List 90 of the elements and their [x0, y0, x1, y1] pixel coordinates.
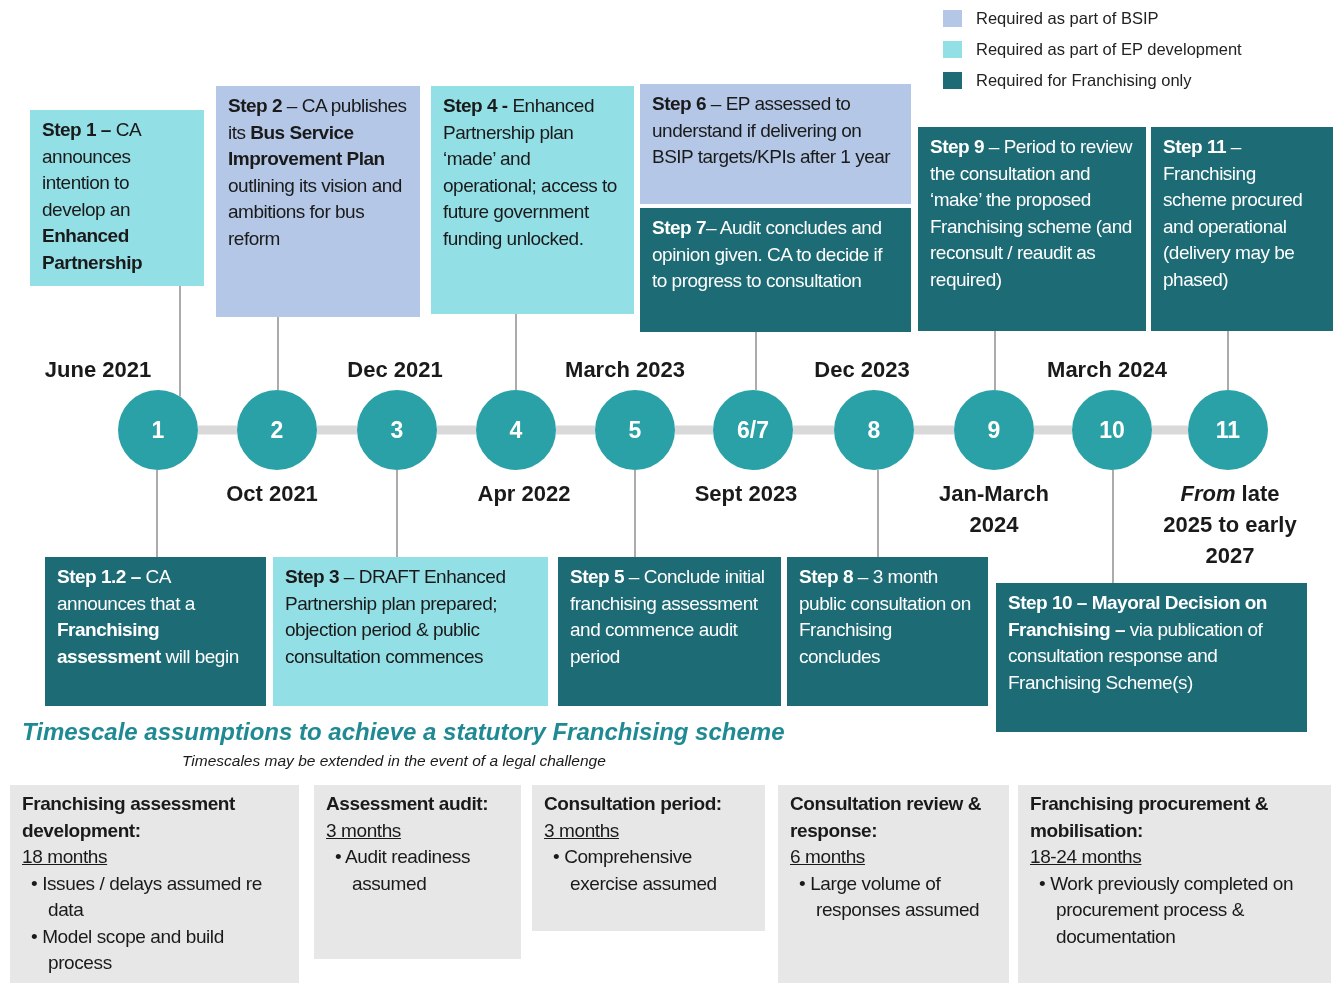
step-box	[787, 557, 988, 706]
timeline-track	[556, 425, 595, 435]
timeline-track	[317, 425, 357, 435]
duration-text: 18 months	[22, 845, 109, 869]
leader-line	[634, 469, 636, 558]
step-text: Step 1 – CA announces intention to develop an Enhanced Partnership	[42, 118, 144, 275]
timeline-track	[914, 425, 954, 435]
leader-line	[156, 469, 158, 558]
step-box	[45, 557, 266, 706]
section-heading: Timescale assumptions to achieve a statutory Franchising scheme	[22, 718, 785, 746]
step-box	[30, 110, 204, 286]
assumption-bullet: • Audit readiness assumed	[334, 845, 472, 896]
step-text: Step 1.2 – CA announces that a Franchising assessment will begin	[57, 565, 240, 669]
step-text: Step 5 – Conclude initial franchising assessment and commence audit period	[570, 565, 766, 669]
timeline-track	[437, 425, 476, 435]
leader-line	[515, 313, 517, 391]
step-circle: 10	[1072, 390, 1152, 470]
timescale-box	[10, 785, 299, 983]
timescale-box	[1018, 785, 1331, 983]
step-circle: 8	[834, 390, 914, 470]
timescale-box	[532, 785, 765, 931]
date-label: March 2023	[564, 356, 686, 384]
leader-line	[179, 285, 181, 398]
date-label: From late 2025 to early 2027	[1162, 480, 1298, 570]
timeline-track	[793, 425, 834, 435]
step-circle: 4	[476, 390, 556, 470]
leader-line	[755, 331, 757, 391]
date-label: March 2024	[1046, 356, 1168, 384]
date-label: Jan-March 2024	[937, 480, 1050, 539]
step-circle: 11	[1188, 390, 1268, 470]
step-text: Step 3 – DRAFT Enhanced Partnership plan prepared; objection period & public consultation commences	[285, 565, 507, 669]
step-text: Step 7– Audit concludes and opinion given. CA to decide if to progress to consultation	[652, 216, 884, 293]
timeline-track	[1034, 425, 1072, 435]
timescale-box	[778, 785, 1009, 983]
legend-label: Required as part of BSIP	[976, 9, 1159, 28]
timeline-track	[675, 425, 713, 435]
step-box	[273, 557, 548, 706]
step-text: Step 6 – EP assessed to understand if delivering on BSIP targets/KPIs after 1 year	[652, 92, 892, 169]
step-circle: 6/7	[713, 390, 793, 470]
date-label: Oct 2021	[225, 480, 319, 508]
step-box	[216, 86, 420, 317]
timescale-heading: Assessment audit:	[326, 792, 490, 816]
step-circle: 3	[357, 390, 437, 470]
date-label: Apr 2022	[476, 480, 572, 508]
date-label: Dec 2023	[813, 356, 911, 384]
step-box	[918, 127, 1146, 331]
duration-text: 18-24 months	[1030, 845, 1143, 869]
note-text: Timescales may be extended in the event of a legal challenge	[182, 752, 606, 770]
duration-text: 3 months	[544, 818, 620, 843]
timescale-heading: Consultation review & response:	[790, 792, 983, 843]
timeline-track	[1152, 425, 1188, 435]
assumption-bullet: • Comprehensive exercise assumed	[552, 845, 718, 896]
legend-label: Required as part of EP development	[976, 40, 1242, 59]
step-text: Step 10 – Mayoral Decision on Franchising – via publication of consultation response and Franchising Scheme(s)	[1008, 591, 1268, 695]
duration-text: 3 months	[326, 818, 402, 843]
leader-line	[877, 469, 879, 558]
leader-line	[994, 330, 996, 391]
legend-label: Required for Franchising only	[976, 71, 1192, 90]
step-circle: 9	[954, 390, 1034, 470]
assumption-bullet: • Work previously completed on procurement process & documentation	[1038, 871, 1295, 949]
assumption-bullet: • Issues / delays assumed re data	[30, 871, 263, 922]
step-box	[558, 557, 781, 706]
step-text: Step 8 – 3 month public consultation on Franchising concludes	[799, 565, 972, 669]
step-circle: 5	[595, 390, 675, 470]
step-box	[996, 583, 1307, 732]
date-label: Sept 2023	[693, 480, 799, 508]
date-label: Dec 2021	[346, 356, 444, 384]
step-text: Step 4 - Enhanced Partnership plan ‘made’ and operational; access to future government funding unlocked.	[443, 94, 618, 251]
timeline-track	[198, 425, 237, 435]
step-box	[640, 208, 911, 332]
assumption-bullet: • Model scope and build process	[30, 924, 225, 975]
leader-line	[277, 316, 279, 391]
timescale-box	[314, 785, 521, 959]
step-box	[431, 86, 634, 314]
leader-line	[396, 469, 398, 558]
timescale-heading: Franchising assessment development:	[22, 792, 236, 843]
step-text: Step 11 – Franchising scheme procured and operational (delivery may be phased)	[1163, 135, 1304, 292]
step-text: Step 2 – CA publishes its Bus Service Improvement Plan outlining its vision and ambitions for bus reform	[228, 94, 408, 251]
assumption-bullet: • Large volume of responses assumed	[798, 871, 981, 922]
step-circle: 2	[237, 390, 317, 470]
date-label: June 2021	[43, 356, 153, 384]
step-text: Step 9 – Period to review the consultation and ‘make’ the proposed Franchising scheme (and reconsult / reaudit as required)	[930, 135, 1134, 292]
leader-line	[1227, 330, 1229, 391]
duration-text: 6 months	[790, 845, 866, 869]
leader-line	[1112, 469, 1114, 584]
step-box	[640, 84, 911, 204]
timescale-heading: Franchising procurement & mobilisation:	[1030, 792, 1270, 843]
step-circle: 1	[118, 390, 198, 470]
timescale-heading: Consultation period:	[544, 792, 723, 816]
step-box	[1151, 127, 1333, 331]
